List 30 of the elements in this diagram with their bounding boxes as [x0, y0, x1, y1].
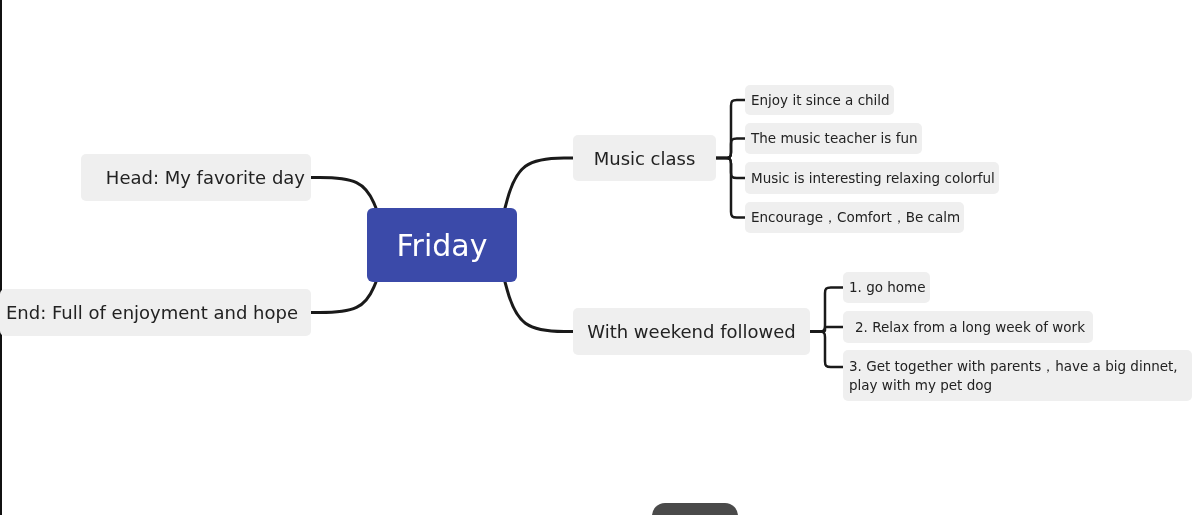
- branch-line: [503, 280, 575, 333]
- subtopic-box: [843, 350, 1192, 401]
- subtopic-text: The music teacher is fun: [751, 129, 918, 148]
- main-topic-text: End: Full of enjoyment and hope: [6, 302, 299, 323]
- branch-line: [309, 280, 378, 314]
- subtopic-box: [745, 123, 922, 154]
- subtopic-box: [843, 311, 1093, 343]
- subtopic-box: [745, 162, 999, 194]
- main-topic-text: With weekend followed: [587, 321, 796, 342]
- branch-line: [309, 176, 378, 210]
- main-topic-box: [81, 154, 311, 201]
- subtopic-box: [745, 202, 965, 233]
- main-topic-box: [573, 308, 810, 355]
- subtopic-text: 1. go home: [849, 278, 926, 297]
- subtopic-text: 2. Relax from a long week of work: [855, 317, 1085, 337]
- main-topic-box: [0, 289, 311, 336]
- main-topic-text: Music class: [593, 147, 696, 169]
- main-topic-text: Head: My favorite day: [105, 167, 305, 188]
- central-topic-box: [367, 208, 517, 282]
- subtopic-box: [843, 272, 930, 303]
- subtopic-text: 3. Get together with parents，have a big dinnet, play with my pet dog: [849, 356, 1179, 395]
- subtopic-text: Music is interesting relaxing colorful: [751, 168, 995, 188]
- bracket-line: [808, 330, 845, 369]
- subtopic-box: [745, 85, 894, 115]
- bracket-line: [714, 156, 747, 219]
- subtopic-text: Encourage，Comfort，Be calm: [751, 208, 961, 227]
- central-topic-text: Friday: [396, 227, 488, 263]
- branch-line: [503, 156, 575, 210]
- subtopic-text: Enjoy it since a child: [751, 90, 890, 110]
- main-topic-box: [573, 135, 716, 181]
